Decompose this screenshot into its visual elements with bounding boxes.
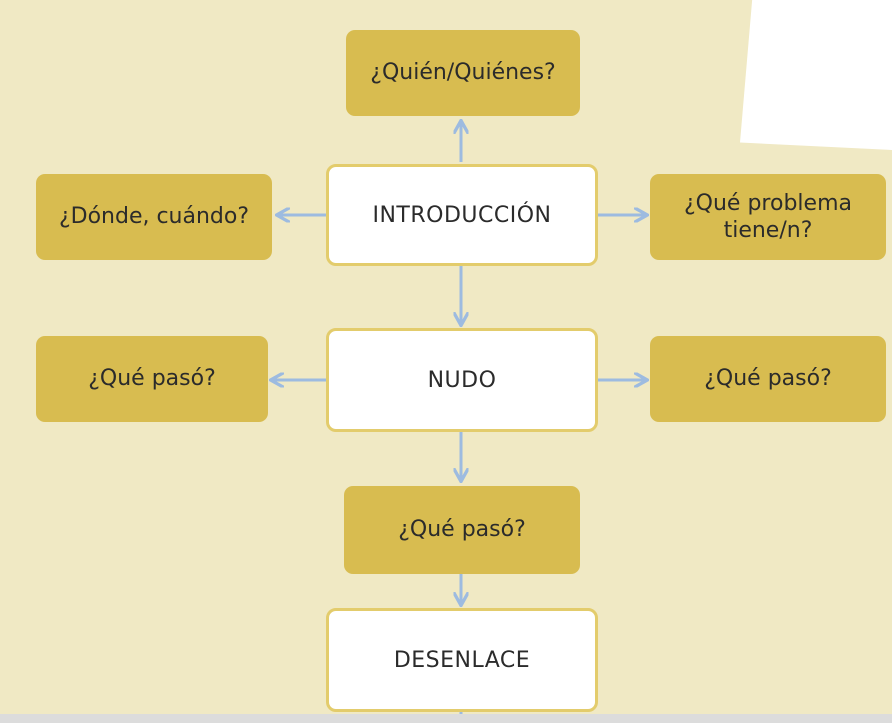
desenlace-box: DESENLACE (326, 608, 598, 712)
introduccion-label: INTRODUCCIÓN (372, 202, 552, 228)
nudo-box: NUDO (326, 328, 598, 432)
question-where-when-box: ¿Dónde, cuándo? (36, 174, 272, 260)
question-middle-text: ¿Qué pasó? (398, 517, 526, 543)
introduccion-box: INTRODUCCIÓN (326, 164, 598, 266)
question-who-box: ¿Quién/Quiénes? (346, 30, 580, 116)
question-nudo-right-text: ¿Qué pasó? (704, 366, 832, 392)
question-nudo-left-box: ¿Qué pasó? (36, 336, 268, 422)
question-nudo-right-box: ¿Qué pasó? (650, 336, 886, 422)
bottom-border-strip (0, 714, 892, 723)
question-where-when-text: ¿Dónde, cuándo? (58, 204, 250, 230)
question-problem-box: ¿Qué problema tiene/n? (650, 174, 886, 260)
white-page-corner (740, 0, 892, 150)
question-middle-box: ¿Qué pasó? (344, 486, 580, 574)
question-problem-text: ¿Qué problema tiene/n? (684, 190, 852, 244)
nudo-label: NUDO (427, 367, 497, 393)
question-nudo-left-text: ¿Qué pasó? (88, 366, 216, 392)
question-who-text: ¿Quién/Quiénes? (370, 60, 556, 86)
desenlace-label: DESENLACE (393, 647, 531, 673)
